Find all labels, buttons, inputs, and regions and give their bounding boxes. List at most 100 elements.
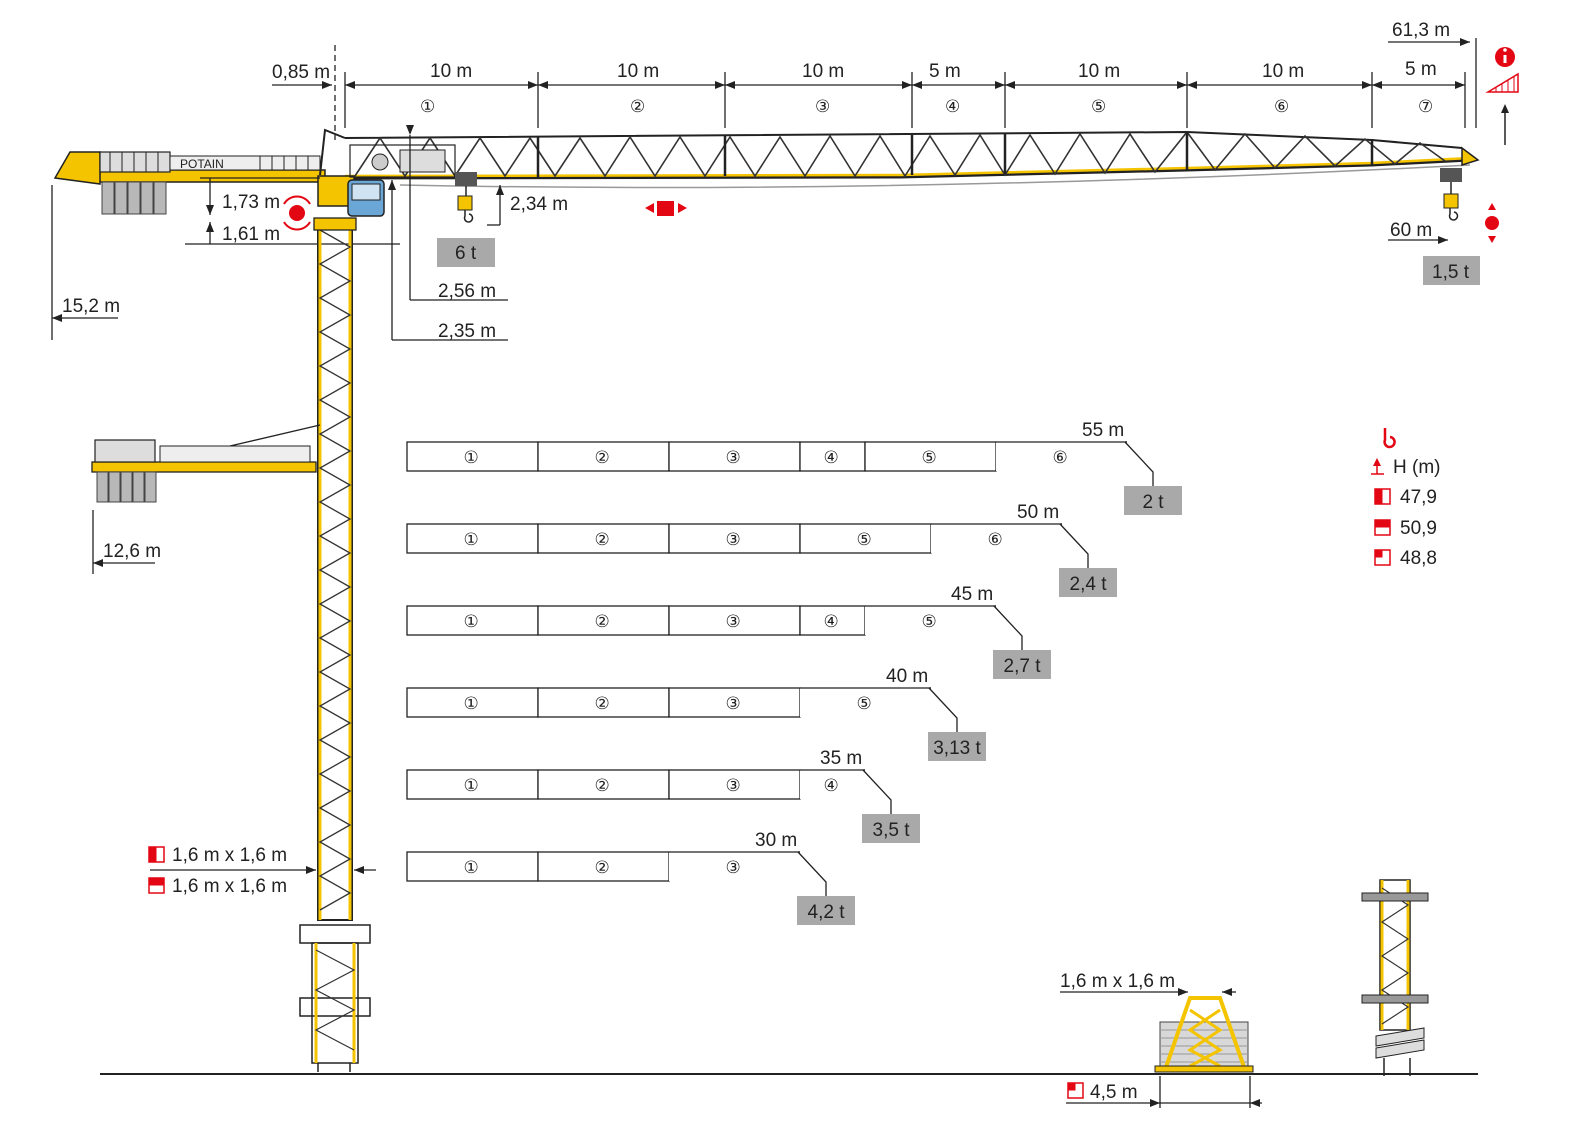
half-left-icon: [1374, 488, 1391, 505]
config-section-number: ⑥: [1053, 448, 1068, 467]
tip-load-box: 1,5 t: [1423, 256, 1480, 285]
head-dim-256: 2,56 m: [438, 281, 496, 302]
trolley-travel-icon: [645, 201, 687, 216]
svg-text:10 m: 10 m: [802, 61, 844, 82]
config-length-label: 35 m: [820, 748, 862, 769]
config-section-box: [668, 523, 801, 554]
config-section-number: ①: [464, 448, 479, 467]
short-counterjib: 12,6 m: [91, 424, 321, 574]
config-length-label: 55 m: [1082, 420, 1124, 441]
svg-text:⑥: ⑥: [1274, 97, 1289, 116]
config-load-box: [993, 650, 1051, 679]
config-section-number: ②: [595, 776, 610, 795]
head-dim-161: 1,61 m: [222, 224, 280, 245]
config-section-number: ②: [595, 448, 610, 467]
config-length-label: 40 m: [886, 666, 928, 687]
config-load-label: 2,7 t: [1004, 656, 1042, 677]
half-left-icon: [148, 846, 165, 863]
config-section-box: [864, 605, 997, 636]
svg-text:1,6 m x 1,6 m: 1,6 m x 1,6 m: [172, 876, 287, 897]
svg-text:④: ④: [945, 97, 960, 116]
dimension-arrows: [322, 38, 1470, 89]
max-load-box: 6 t: [437, 238, 495, 267]
config-section-number: ①: [464, 776, 479, 795]
jib-truss: [344, 130, 1480, 189]
jib-dimension-chain: [272, 38, 1477, 140]
svg-text:②: ②: [630, 97, 645, 116]
config-tip-line: [797, 851, 827, 896]
svg-text:1,5 t: 1,5 t: [1432, 262, 1470, 283]
config-section-number: ③: [726, 858, 741, 877]
base-size-label: 1,6 m x 1,6 m: [1060, 971, 1175, 992]
config-section-number: ③: [726, 776, 741, 795]
counterjib: POTAIN 15,2 m: [51, 151, 326, 340]
half-top-icon: [148, 877, 165, 894]
half-top-icon: [1374, 519, 1391, 536]
config-section-box: [799, 523, 932, 554]
config-section-number: ②: [595, 612, 610, 631]
config-section-number: ③: [726, 694, 741, 713]
config-section-box: [668, 851, 801, 882]
config-section-number: ②: [595, 858, 610, 877]
config-section-number: ⑤: [922, 448, 937, 467]
config-load-label: 4,2 t: [808, 902, 846, 923]
config-section-box: [537, 441, 670, 472]
config-section-box: [668, 769, 801, 800]
config-section-number: ③: [726, 530, 741, 549]
tip-trolley: [1440, 168, 1462, 221]
config-load-label: 3,13 t: [933, 738, 981, 759]
section-lengths: 10 m 10 m 10 m 5 m 10 m 10 m 5 m: [430, 59, 1437, 82]
climbing-frame-view: [1361, 879, 1429, 1076]
config-length-label: 30 m: [755, 830, 797, 851]
info-icon: [1495, 47, 1515, 67]
section-numbers: ① ② ③ ④ ⑤ ⑥ ⑦: [420, 97, 1433, 116]
svg-text:6 t: 6 t: [455, 243, 477, 264]
config-row-1: ① ② ③ ④ ⑤ ⑥ 55 m 2 t: [406, 420, 1182, 515]
config-section-number: ②: [595, 530, 610, 549]
config-row-6: ① ② ③ 30 m 4,2 t: [406, 830, 855, 925]
head-dim-173: 1,73 m: [222, 192, 280, 213]
mast: [313, 217, 357, 921]
config-section-box: [995, 441, 1128, 472]
config-section-box: [668, 605, 801, 636]
config-length-label: 50 m: [1017, 502, 1059, 523]
crane-head: [317, 128, 456, 217]
config-section-box: [537, 523, 670, 554]
config-section-box: [406, 523, 539, 554]
height-value-2: 50,9: [1400, 518, 1437, 539]
svg-text:5 m: 5 m: [1405, 59, 1437, 80]
svg-text:⑤: ⑤: [1091, 97, 1106, 116]
config-section-number: ①: [464, 858, 479, 877]
svg-text:10 m: 10 m: [617, 61, 659, 82]
inner-trolley: [455, 172, 477, 223]
config-load-box: [797, 896, 855, 925]
total-length-label: 61,3 m: [1392, 20, 1450, 41]
base-width-label: 4,5 m: [1090, 1082, 1138, 1103]
config-section-box: [537, 687, 670, 718]
config-section-box: [406, 441, 539, 472]
config-section-box: [799, 441, 866, 472]
config-tip-line: [1124, 441, 1154, 486]
config-section-number: ①: [464, 530, 479, 549]
counterjib-radius-short: 12,6 m: [103, 541, 161, 562]
counterjib-brand: POTAIN: [180, 157, 224, 171]
config-section-box: [799, 769, 866, 800]
config-load-box: [1124, 486, 1182, 515]
head-dim-235: 2,35 m: [438, 321, 496, 342]
config-section-number: ⑥: [988, 530, 1003, 549]
config-tip-line: [993, 605, 1023, 650]
config-section-number: ⑤: [857, 694, 872, 713]
config-section-number: ③: [726, 448, 741, 467]
svg-text:⑦: ⑦: [1418, 97, 1433, 116]
config-load-box: [1059, 568, 1117, 597]
config-load-box: [862, 814, 920, 843]
config-section-number: ⑤: [922, 612, 937, 631]
config-section-box: [668, 441, 801, 472]
config-load-label: 2 t: [1142, 492, 1164, 513]
svg-text:10 m: 10 m: [430, 61, 472, 82]
config-section-box: [799, 687, 932, 718]
head-dim-arrows: [206, 125, 504, 232]
config-section-number: ④: [824, 448, 839, 467]
